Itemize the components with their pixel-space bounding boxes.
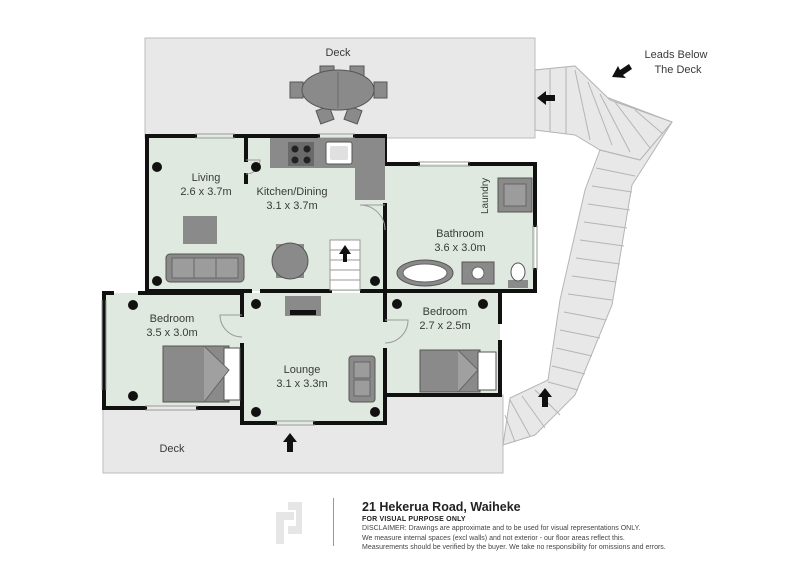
kitchen-name: Kitchen/Dining xyxy=(257,186,328,198)
brand-logo-icon xyxy=(276,502,302,544)
windows xyxy=(101,133,538,426)
deck-bottom-label: Deck xyxy=(159,443,185,455)
bedroom1-name: Bedroom xyxy=(150,313,195,325)
bathroom-size: 3.6 x 3.0m xyxy=(434,242,485,254)
bedroom1-size: 3.5 x 3.0m xyxy=(146,327,197,339)
living-name: Living xyxy=(192,172,221,184)
entry-arrows xyxy=(283,64,632,452)
stairs-note-line2: The Deck xyxy=(654,64,702,76)
living-furniture xyxy=(165,216,245,283)
bedroom2-size: 2.7 x 2.5m xyxy=(419,320,470,332)
laundry-label: Laundry xyxy=(480,178,491,214)
arrow-down-left-icon xyxy=(612,64,632,78)
lounge-furniture xyxy=(285,296,376,403)
stairs-note-line1: Leads Below xyxy=(645,49,708,61)
footer-divider xyxy=(333,498,334,546)
living-size: 2.6 x 3.7m xyxy=(180,186,231,198)
arrow-left-icon xyxy=(537,91,555,105)
arrow-up-icon xyxy=(283,433,297,452)
visual-purpose-note: FOR VISUAL PURPOSE ONLY xyxy=(362,516,466,523)
kitchen-size: 3.1 x 3.7m xyxy=(266,200,317,212)
dining-table xyxy=(271,242,309,280)
kitchen-bench xyxy=(270,138,385,200)
internal-stairs xyxy=(329,239,361,291)
property-address: 21 Hekerua Road, Waiheke xyxy=(362,500,521,514)
lounge-size: 3.1 x 3.3m xyxy=(276,378,327,390)
bathroom-name: Bathroom xyxy=(436,228,484,240)
deck-table xyxy=(289,65,388,125)
corner-markers xyxy=(128,162,488,417)
footer: 21 Hekerua Road, Waiheke FOR VISUAL PURP… xyxy=(362,500,792,553)
disclaimer-line-1: DISCLAIMER: Drawings are approximate and… xyxy=(362,525,641,532)
arrow-up-icon xyxy=(538,388,552,407)
bedroom2-name: Bedroom xyxy=(423,306,468,318)
external-stairs xyxy=(502,65,673,446)
disclaimer-line-3: Measurements should be verified by the b… xyxy=(362,544,666,551)
bedroom1-bed xyxy=(162,345,241,403)
disclaimer-line-2: We measure internal spaces (excl walls) … xyxy=(362,534,625,542)
bathroom-fixtures xyxy=(396,177,533,288)
deck-top-label: Deck xyxy=(325,47,351,59)
lounge-name: Lounge xyxy=(284,364,321,376)
bedroom2-bed xyxy=(419,349,497,393)
